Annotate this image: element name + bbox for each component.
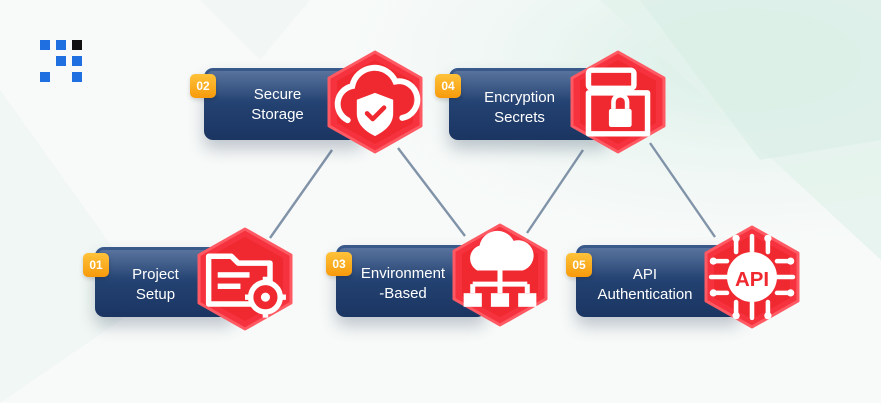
cloud-network-icon [463, 230, 537, 307]
step-01-label-line2: Setup [135, 286, 176, 303]
step-01-project-setup: 01 Project Setup [83, 225, 298, 335]
step-01-number-badge: 01 [83, 253, 109, 277]
step-05-label-line1: API [632, 266, 658, 283]
step-04-label-line1: Encryption [484, 89, 555, 106]
step-03-label-line2: -Based [379, 285, 427, 302]
brand-logo [40, 40, 82, 82]
step-05-label-line2: Authentication [597, 286, 693, 303]
step-05-hexagon: API [702, 225, 802, 329]
step-05-label: API Authentication [586, 265, 704, 305]
cloud-shield-icon [334, 64, 421, 137]
connector-04-03 [526, 149, 584, 234]
step-04-hexagon [568, 50, 668, 154]
step-02-label: Secure Storage [230, 85, 325, 125]
step-02-label-line2: Storage [251, 106, 304, 123]
step-01-hexagon [195, 227, 295, 331]
step-03-number-badge: 03 [326, 252, 352, 276]
step-04-encryption-secrets: 04 Encryption Secrets [435, 48, 670, 158]
step-03-label: Environment -Based [348, 264, 458, 304]
step-02-number-badge: 02 [190, 74, 216, 98]
step-02-hexagon [325, 50, 425, 154]
step-02-secure-storage: 02 Secure Storage [190, 50, 425, 160]
svg-text:API: API [735, 268, 769, 291]
step-01-label: Project Setup [118, 265, 193, 305]
step-04-label: Encryption Secrets [467, 88, 572, 128]
step-04-number-badge: 04 [435, 74, 461, 98]
connector-04-05 [649, 142, 716, 238]
api-chip-icon: API [708, 233, 796, 321]
step-03-hexagon [450, 223, 550, 327]
step-03-environment-based: 03 Environment -Based [326, 223, 551, 333]
connector-02-03 [397, 147, 466, 237]
folder-lock-icon [585, 67, 651, 137]
connector-02-01 [269, 149, 333, 239]
step-04-label-line2: Secrets [494, 109, 545, 126]
step-02-label-line1: Secure [253, 86, 302, 103]
step-05-api-authentication: 05 API Authentication API [566, 225, 806, 335]
step-03-label-line1: Environment [360, 265, 446, 282]
folder-gear-icon [205, 253, 286, 318]
step-05-number-badge: 05 [566, 253, 592, 277]
step-01-label-line1: Project [132, 266, 179, 283]
